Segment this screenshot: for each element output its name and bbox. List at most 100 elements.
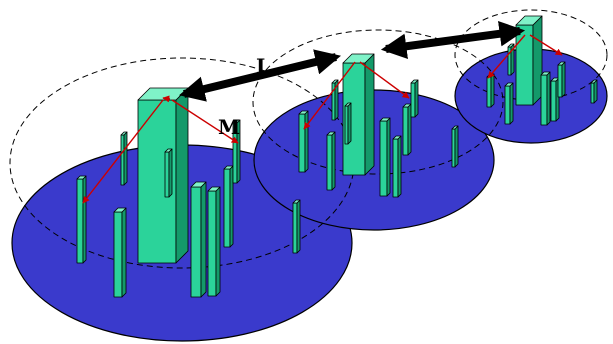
- pillar: [223, 165, 234, 248]
- pillar: [164, 148, 173, 198]
- pillar-top-face: [190, 181, 207, 188]
- coverage-ellipse-middle: [252, 29, 504, 175]
- short-link-arrow: [82, 99, 164, 204]
- pillar-top-face: [557, 61, 566, 66]
- pillar-top-face: [410, 79, 419, 84]
- pillar-side-face: [304, 110, 309, 173]
- pillar-top-face: [379, 117, 391, 122]
- pillar-front-face: [190, 186, 202, 298]
- pillar: [540, 71, 551, 126]
- pillar: [515, 15, 543, 106]
- pillar-front-face: [207, 190, 217, 297]
- pillar: [410, 79, 419, 118]
- pillar-front-face: [410, 82, 416, 118]
- pillar-front-face: [76, 178, 84, 264]
- pillar: [326, 131, 336, 191]
- pillar: [292, 199, 301, 254]
- pillar-side-face: [407, 103, 412, 156]
- pillar-front-face: [298, 113, 306, 173]
- pillar-side-face: [561, 61, 566, 98]
- short-link-arrow: [303, 61, 356, 130]
- pillar-side-face: [386, 117, 391, 197]
- short-link-arrow: [487, 34, 526, 79]
- pillar: [190, 181, 207, 298]
- pillar-front-face: [113, 211, 123, 298]
- pillar-top-face: [207, 186, 221, 192]
- pillar-side-face: [546, 71, 551, 126]
- pillar-side-face: [229, 165, 234, 248]
- pillar-top-face: [76, 175, 87, 180]
- short-link-arrow: [162, 95, 171, 103]
- pillar-side-face: [123, 131, 128, 186]
- short-link-label: M: [218, 115, 240, 139]
- pillar: [557, 61, 566, 98]
- pillar-side-face: [414, 79, 419, 118]
- pillar: [113, 207, 127, 298]
- pillar-front-face: [326, 134, 333, 191]
- pillar-side-face: [175, 87, 189, 264]
- pillar-front-face: [540, 74, 548, 126]
- pillar-front-face: [486, 76, 492, 108]
- pillar: [379, 117, 391, 197]
- pillar-side-face: [296, 199, 301, 254]
- pillar-top-face: [113, 207, 127, 213]
- short-link-arrow: [171, 99, 239, 144]
- pillar: [342, 53, 375, 176]
- pillar-front-face: [402, 106, 409, 156]
- pillar-front-face: [379, 120, 388, 197]
- pillar-front-face: [223, 168, 231, 248]
- pillar: [504, 82, 514, 125]
- pillar: [402, 103, 412, 156]
- pillar-top-face: [590, 79, 598, 84]
- pillar-front-face: [392, 138, 399, 198]
- pillar-front-face: [344, 105, 349, 145]
- pillar-front-face: [550, 80, 557, 122]
- pillar-top-face: [344, 102, 352, 107]
- pillar: [451, 125, 459, 168]
- pillar-top-face: [164, 148, 173, 153]
- pillar-side-face: [331, 131, 336, 191]
- pillar-top-face: [120, 131, 128, 136]
- pillar-side-face: [397, 135, 402, 198]
- pillar-top-face: [504, 82, 514, 87]
- pillar: [344, 102, 352, 145]
- short-links-right: [487, 34, 563, 79]
- pillar-top-face: [298, 110, 309, 115]
- pillar-front-face: [164, 151, 170, 198]
- pillar: [76, 175, 87, 264]
- pillar-side-face: [82, 175, 87, 264]
- pillar-top-face: [232, 119, 241, 124]
- pillar-front-face: [515, 24, 534, 106]
- short-links-middle: [303, 61, 410, 130]
- pillars-group: [76, 15, 598, 298]
- pillar: [486, 73, 495, 108]
- pillar-side-face: [168, 148, 173, 198]
- short-links-left: [82, 95, 239, 204]
- pillar-side-face: [490, 73, 495, 108]
- pillar-side-face: [593, 79, 598, 104]
- pillar-front-face: [292, 202, 298, 254]
- pillar: [207, 186, 221, 297]
- pillar-side-face: [509, 82, 514, 125]
- pillar-front-face: [557, 64, 563, 98]
- pillar-front-face: [451, 128, 456, 168]
- long-link-label: L: [256, 54, 270, 78]
- pillar-top-face: [342, 53, 375, 64]
- pillar-front-face: [504, 85, 511, 125]
- pillar: [392, 135, 402, 198]
- pillar-side-face: [121, 207, 127, 298]
- pillar-top-face: [326, 131, 336, 136]
- long-link-arrow-right: [380, 21, 526, 59]
- pillar: [137, 87, 189, 264]
- pillar-top-face: [451, 125, 459, 130]
- pillar-top-face: [292, 199, 301, 204]
- pillar-front-face: [590, 82, 595, 104]
- short-link-arrow: [529, 34, 563, 56]
- pillar-side-face: [454, 125, 459, 168]
- pillar: [120, 131, 128, 186]
- pillar-top-face: [392, 135, 402, 140]
- pillar-front-face: [120, 134, 125, 186]
- pillar-side-face: [200, 181, 207, 298]
